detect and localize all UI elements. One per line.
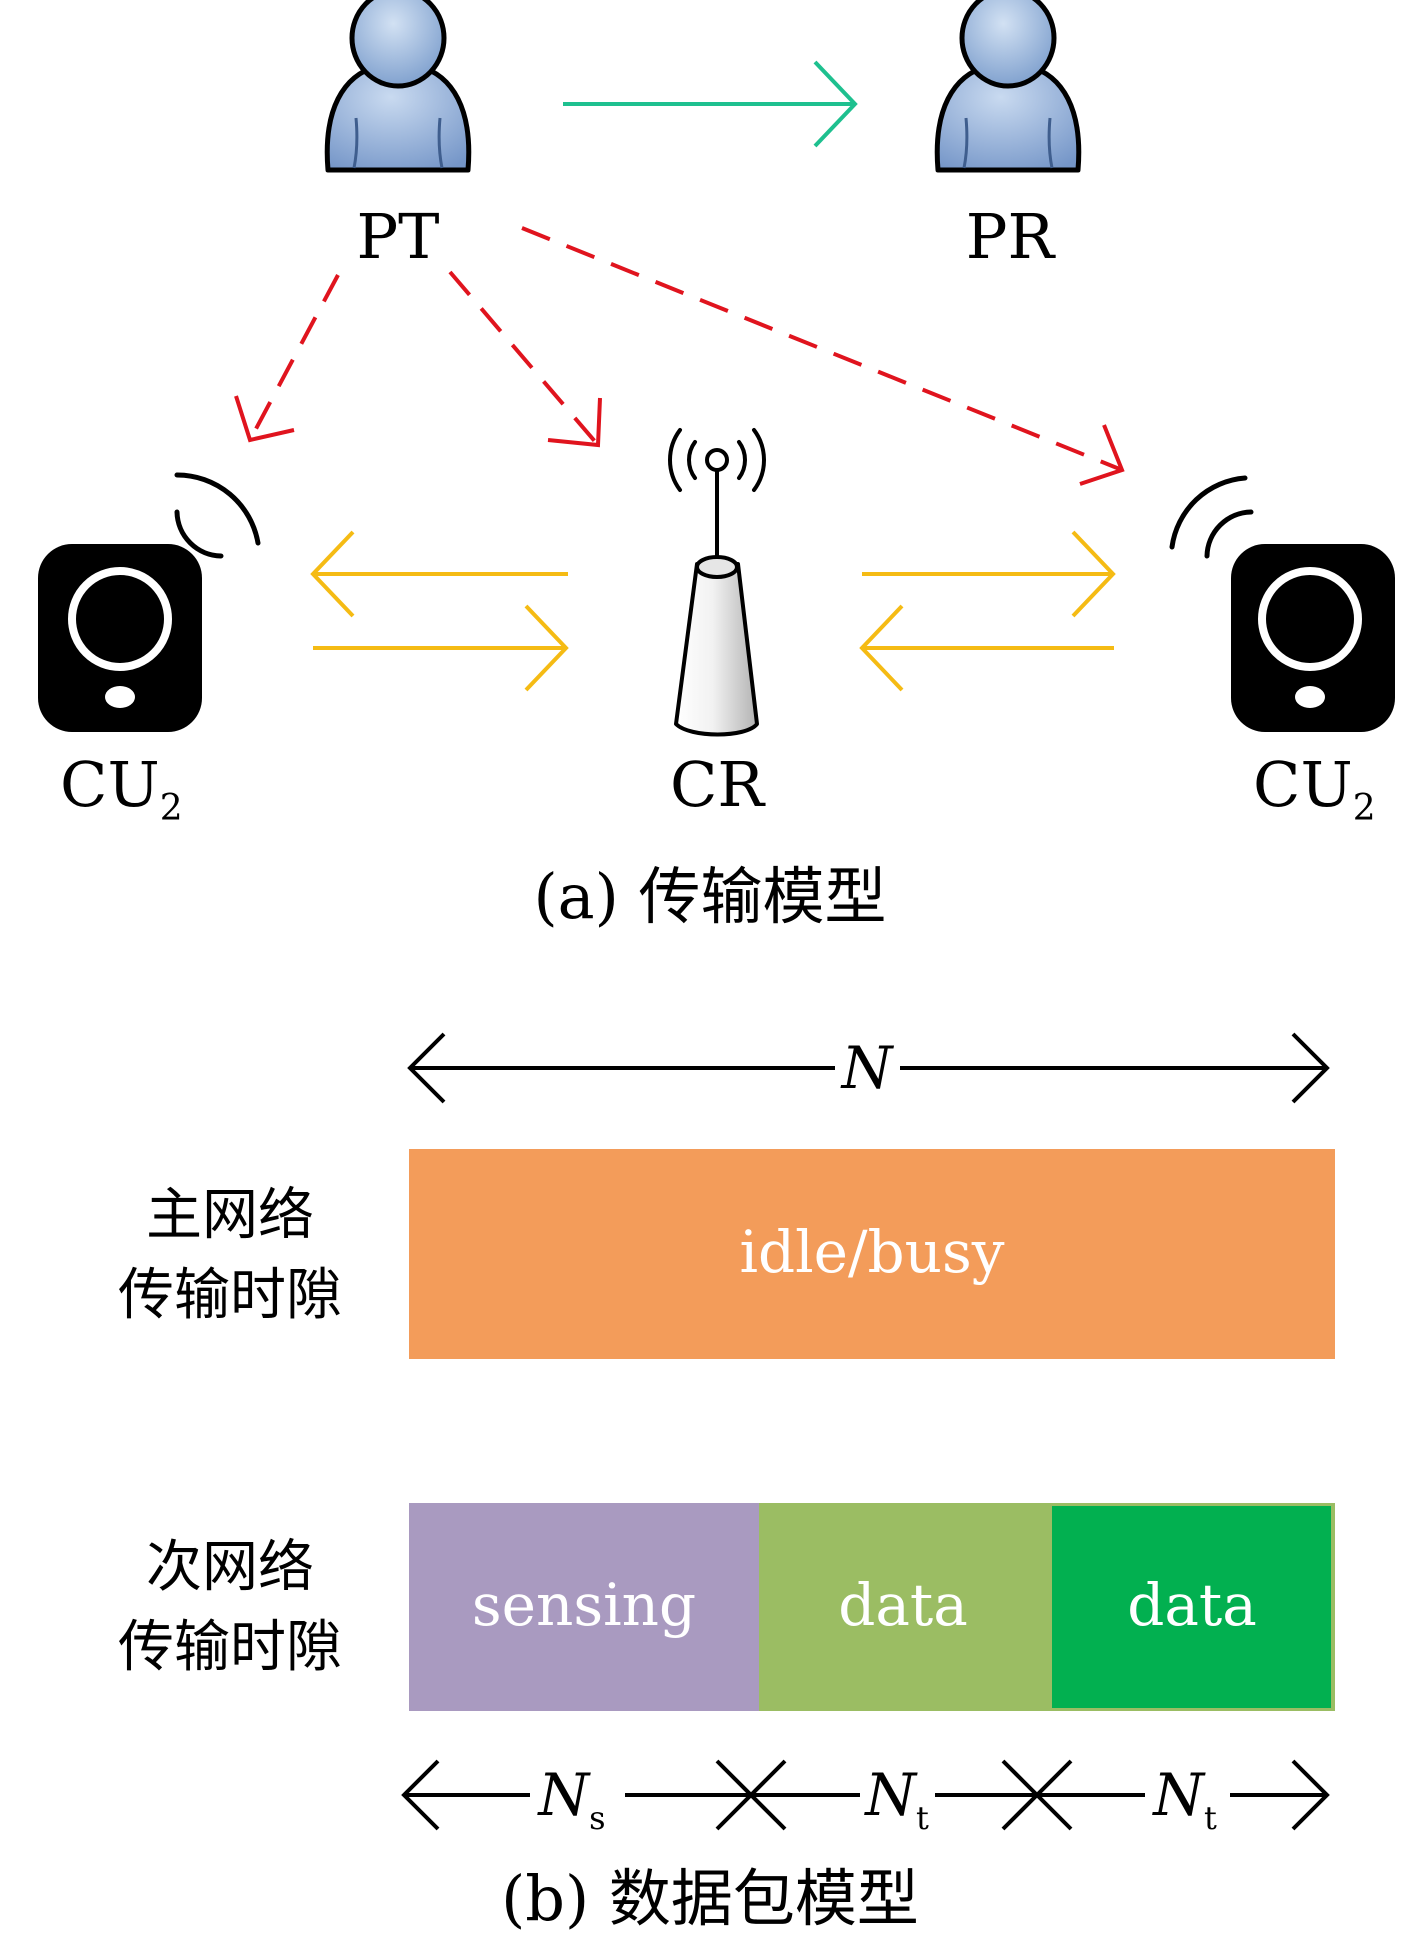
cu-left-cr-link-arrows — [310, 530, 569, 692]
sensing-segment-text: sensing — [472, 1571, 696, 1639]
total-length-arrow — [407, 1032, 1330, 1104]
primary-link-arrow — [563, 60, 858, 148]
interference-arrow-to-cu-right — [521, 226, 1125, 486]
cu-right-signal-waves-icon — [1169, 475, 1254, 559]
cr-antenna-tower-icon — [668, 428, 766, 737]
segment-dimension-arrows — [401, 1759, 1330, 1831]
caption-a: (a) 传输模型 — [533, 860, 886, 933]
cu-left-label: CU2 — [60, 748, 183, 829]
primary-slot-label-line1: 主网络 — [146, 1183, 314, 1248]
cr-label: CR — [670, 748, 766, 821]
data-segment-1-text: data — [838, 1571, 968, 1639]
data-1-length-label: Nt — [863, 1761, 929, 1837]
primary-slot-label: 主网络 传输时隙 — [100, 1176, 360, 1336]
sensing-segment — [409, 1503, 759, 1711]
caption-b: (b) 数据包模型 — [501, 1862, 919, 1935]
secondary-slot-label-line1: 次网络 — [146, 1535, 314, 1600]
interference-arrow-to-cu-left — [234, 274, 340, 443]
cu-left-signal-waves-icon — [174, 472, 261, 559]
sensing-length-label: Ns — [536, 1761, 605, 1837]
primary-slot-bar — [409, 1149, 1335, 1359]
data-2-length-label: Nt — [1151, 1761, 1217, 1837]
data-segment-1 — [759, 1503, 1052, 1711]
pt-label: PT — [356, 200, 439, 273]
packet-model: N idle/busy sensing data data — [401, 1032, 1335, 1935]
pr-label: PR — [966, 200, 1057, 273]
data-segment-2-inner — [1052, 1506, 1331, 1708]
interference-arrow-to-cr — [448, 270, 602, 448]
secondary-slot-label-line2: 传输时隙 — [118, 1615, 342, 1680]
segment-boundary-cross-1 — [715, 1759, 787, 1831]
total-length-label: N — [840, 1034, 895, 1102]
cr-signal-waves-icon — [668, 428, 766, 492]
transmission-model: PT PR — [38, 0, 1395, 933]
cu-right-label: CU2 — [1253, 748, 1376, 829]
segment-boundary-cross-2 — [1001, 1759, 1073, 1831]
cr-cu-right-link-arrows — [859, 530, 1116, 692]
pt-user-icon — [324, 0, 472, 173]
cu-left-speaker-device-icon — [38, 544, 202, 732]
secondary-slot-label: 次网络 传输时隙 — [100, 1528, 360, 1688]
data-segment-2-text: data — [1127, 1571, 1257, 1639]
pr-user-icon — [934, 0, 1082, 173]
primary-slot-bar-text: idle/busy — [739, 1218, 1004, 1286]
cu-right-speaker-device-icon — [1231, 544, 1395, 732]
primary-slot-label-line2: 传输时隙 — [118, 1263, 342, 1328]
